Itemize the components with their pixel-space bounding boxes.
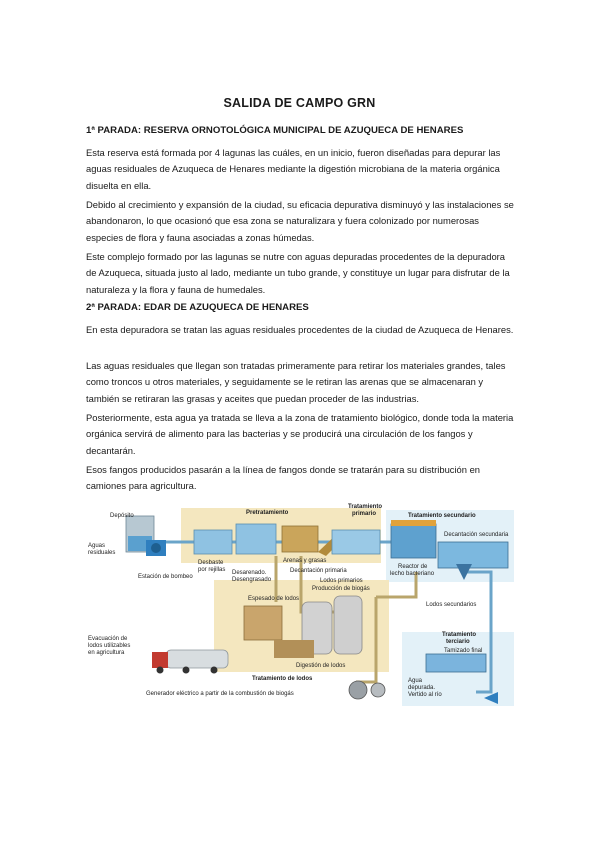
digestion-platform	[274, 640, 314, 658]
secondary-cone	[456, 564, 472, 580]
label-pretratamiento: Pretratamiento	[246, 510, 289, 516]
document-title: SALIDA DE CAMPO GRN	[223, 96, 376, 110]
section-2-paragraph-1: En esta depuradora se tratan las aguas r…	[86, 324, 514, 335]
pump-icon	[151, 543, 161, 553]
truck-tank	[165, 649, 229, 669]
primary-decanter	[331, 529, 381, 555]
digester-tank-2	[333, 595, 363, 655]
generator-motor	[370, 682, 386, 698]
label-deposito: Depósito	[110, 513, 134, 519]
truck-cabin	[152, 652, 168, 668]
section-2-heading: 2ª PARADA: EDAR DE AZUQUECA DE HENARES	[86, 302, 309, 313]
section-1-paragraph-3: Este complejo formado por las lagunas se…	[86, 251, 510, 295]
sand-container	[281, 525, 319, 553]
secondary-decanter	[437, 541, 509, 569]
generator-icon	[348, 680, 368, 700]
label-arenas-grasas: Arenas y grasas	[283, 558, 326, 564]
bacterial-reactor	[390, 523, 437, 559]
label-lodos-primarios: Lodos primarios	[320, 578, 363, 584]
outflow-arrow-icon	[484, 692, 498, 704]
label-decantacion-primaria: Decantación primaria	[290, 568, 347, 574]
final-screening-tank	[425, 653, 487, 673]
section-1-paragraph-2: Debido al crecimiento y expansión de la …	[86, 199, 514, 243]
label-espesado: Espesado de lodos	[248, 596, 299, 602]
label-decantacion-secundaria: Decantación secundaria	[444, 532, 509, 538]
thickener-tank	[243, 605, 283, 641]
truck-wheel	[182, 666, 190, 674]
label-tamizado: Tamizado final	[444, 648, 482, 654]
section-2-paragraph-2: Las aguas residuales que llegan son trat…	[86, 360, 506, 404]
truck-wheel	[156, 666, 164, 674]
section-1-heading: 1ª PARADA: RESERVA ORNOTOLÓGICA MUNICIPA…	[86, 125, 464, 136]
label-lodos-secundarios: Lodos secundarios	[426, 602, 476, 608]
label-digestion: Digestión de lodos	[296, 663, 345, 669]
truck-wheel	[210, 666, 218, 674]
label-tratamiento-secundario: Tratamiento secundario	[408, 513, 476, 519]
label-estacion-bombeo: Estación de bombeo	[138, 574, 193, 580]
grit-tank	[235, 523, 277, 555]
section-2-paragraph-3: Posteriormente, esta agua ya tratada se …	[86, 412, 514, 456]
reactor-top	[391, 520, 436, 526]
screening-tank	[193, 529, 233, 555]
section-2-paragraph-4: Esos fangos producidos pasarán a la líne…	[86, 464, 481, 492]
label-tratamiento-lodos: Tratamiento de lodos	[252, 676, 313, 682]
label-desarenado: Desarenado.Desengrasado	[232, 570, 272, 583]
section-1-paragraph-1: Esta reserva está formada por 4 lagunas …	[86, 147, 501, 191]
label-generador: Generador eléctrico a partir de la combu…	[146, 691, 294, 697]
sludge-pipe	[274, 556, 418, 684]
label-produccion-biogas: Producción de biogás	[312, 586, 370, 592]
